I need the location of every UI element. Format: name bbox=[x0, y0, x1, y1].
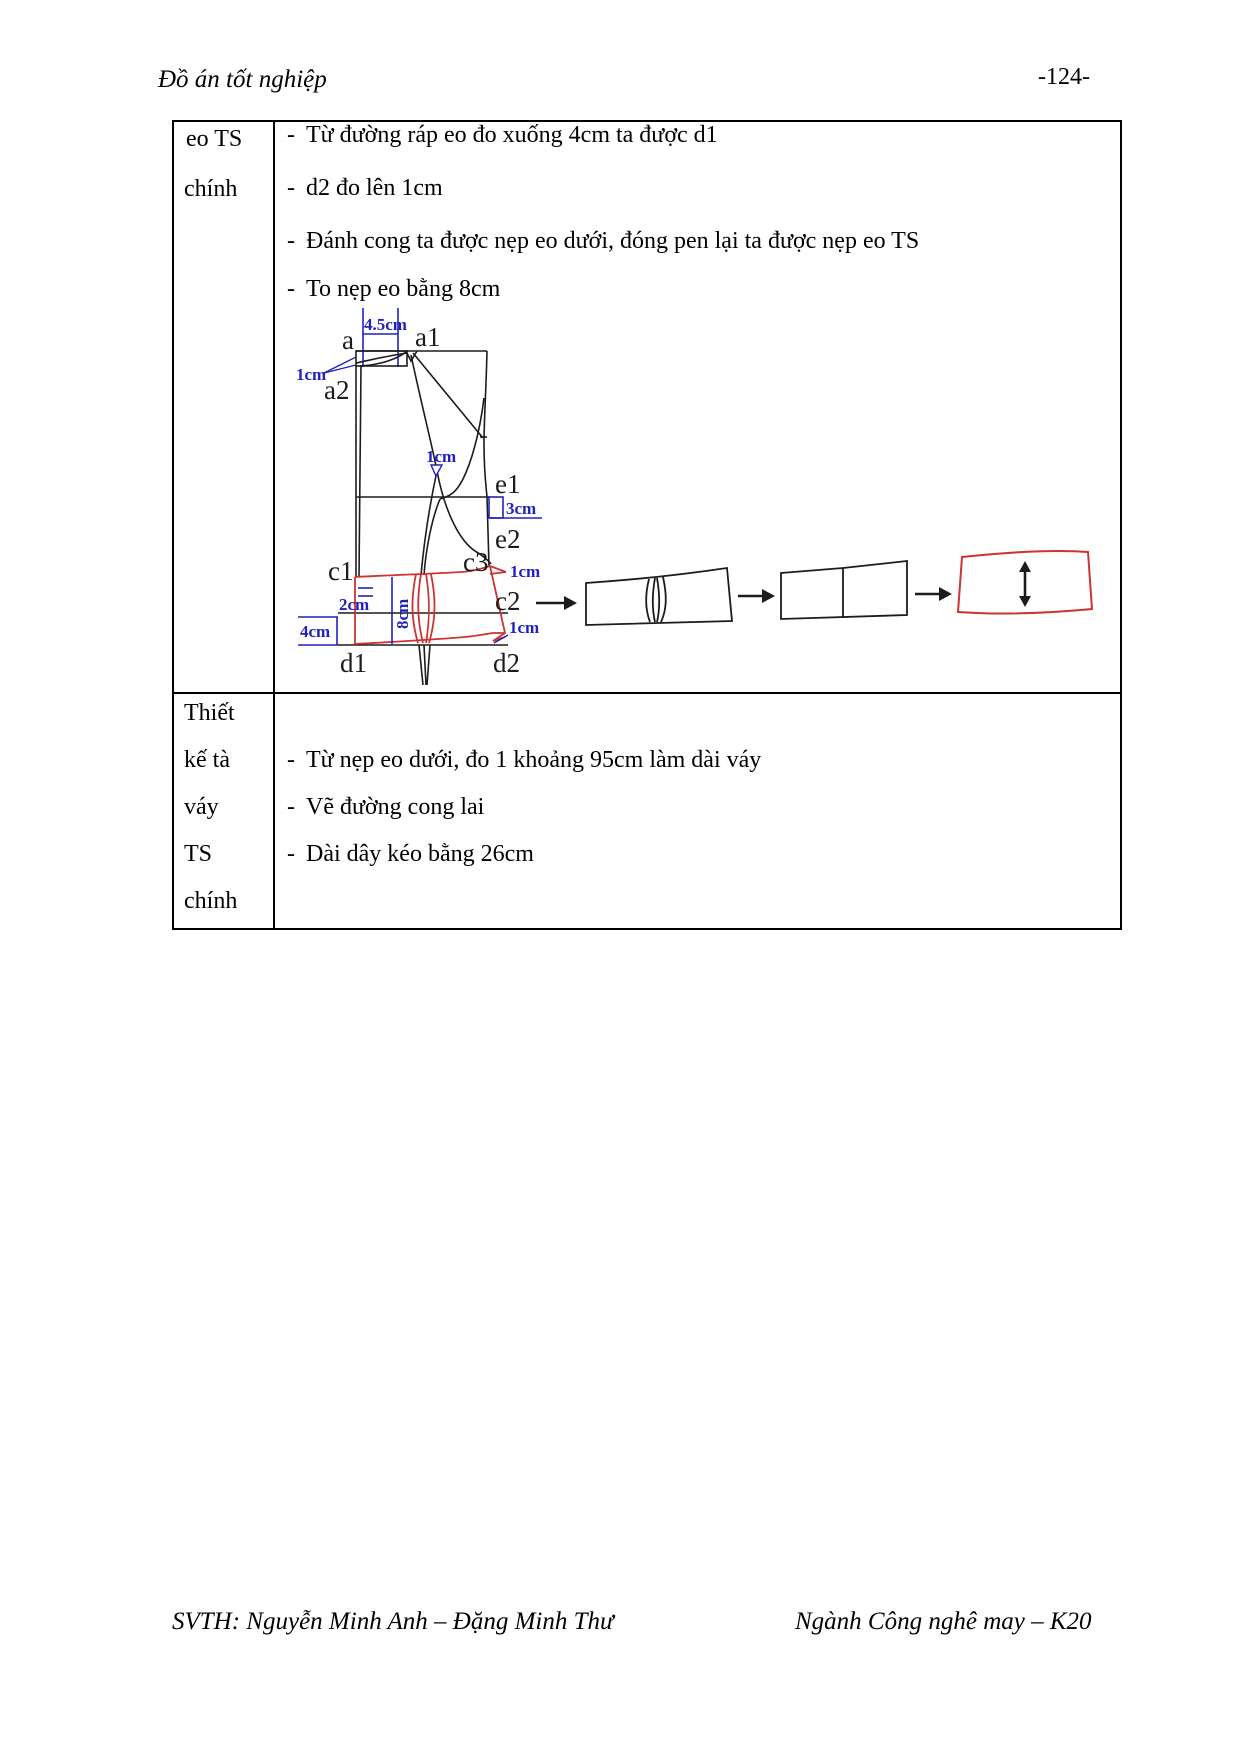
arrow-icon bbox=[738, 589, 775, 603]
measurement-label: 4cm bbox=[300, 622, 330, 641]
bullet-dash: - bbox=[287, 747, 295, 773]
point-label-c3: c3 bbox=[463, 547, 488, 577]
page-header-title: Đồ án tốt nghiệp bbox=[158, 66, 327, 93]
bullet-text: Từ đường ráp eo đo xuống 4cm ta được d1 bbox=[306, 122, 718, 148]
d2-offset-pointer bbox=[493, 634, 509, 644]
footer-program: Ngành Công nghê may – K20 bbox=[795, 1608, 1092, 1635]
arrow-icon bbox=[915, 587, 952, 601]
bullet-dash: - bbox=[287, 122, 295, 148]
mid-dart-triangle bbox=[429, 464, 444, 478]
row2-label-line: Thiết bbox=[184, 700, 235, 726]
row2-label-line: TS bbox=[184, 841, 213, 867]
footer-student-names: SVTH: Nguyễn Minh Anh – Đặng Minh Thư bbox=[172, 1608, 614, 1635]
pattern-outline bbox=[338, 350, 508, 686]
measurement-side bbox=[488, 496, 542, 519]
row2-label-line: váy bbox=[184, 794, 219, 820]
measurement-below bbox=[298, 616, 338, 646]
measurement-label: 1cm bbox=[426, 447, 456, 466]
point-label-d2: d2 bbox=[493, 648, 520, 678]
arrow-icon bbox=[536, 596, 577, 610]
bullet-text: Dài dây kéo bằng 26cm bbox=[306, 841, 534, 867]
bullet-dash: - bbox=[287, 228, 295, 254]
measurement-label: 1cm bbox=[509, 618, 539, 637]
bullet-dash: - bbox=[287, 175, 295, 201]
bullet-dash: - bbox=[287, 794, 295, 820]
row2-label-line: kế tà bbox=[184, 747, 230, 773]
measurement-label: 3cm bbox=[506, 499, 536, 518]
bullet-text: d2 đo lên 1cm bbox=[306, 175, 443, 201]
pattern-diagram: 4.5cm bbox=[296, 308, 1094, 686]
row2-label-line: chính bbox=[184, 888, 238, 914]
table-row-divider bbox=[172, 692, 1122, 694]
measurement-label: 2cm bbox=[339, 595, 369, 614]
bullet-dash: - bbox=[287, 841, 295, 867]
bullet-dash: - bbox=[287, 276, 295, 302]
point-label-e2: e2 bbox=[495, 524, 520, 554]
bullet-text: Đánh cong ta được nẹp eo dưới, đóng pen … bbox=[306, 228, 920, 254]
measurement-label: 1cm bbox=[296, 365, 326, 384]
row1-label-line: chính bbox=[184, 176, 238, 202]
point-label-c1: c1 bbox=[328, 556, 353, 586]
table-border bbox=[172, 120, 1122, 930]
measurement-fold-pointer bbox=[323, 356, 357, 374]
measurement-label: 8cm bbox=[393, 599, 412, 629]
bullet-text: Từ nẹp eo dưới, đo 1 khoảng 95cm làm dài… bbox=[306, 747, 762, 773]
bullet-text: To nẹp eo bằng 8cm bbox=[306, 276, 501, 302]
point-label-a2: a2 bbox=[324, 375, 349, 405]
point-label-a: a bbox=[342, 325, 354, 355]
measurement-band-left bbox=[358, 587, 373, 597]
waistband-piece-dart-closed bbox=[780, 559, 908, 620]
double-arrow-icon bbox=[1019, 561, 1031, 607]
waistband-facing-final-red bbox=[956, 549, 1094, 615]
waistband-piece-dart-open bbox=[585, 566, 733, 626]
measurement-label: 4.5cm bbox=[364, 315, 407, 334]
page-number: -124- bbox=[1038, 64, 1090, 90]
point-label-e1: e1 bbox=[495, 469, 520, 499]
table-column-divider bbox=[273, 120, 275, 930]
point-label-a1: a1 bbox=[415, 322, 440, 352]
measurement-label: 1cm bbox=[510, 562, 540, 581]
point-label-d1: d1 bbox=[340, 648, 367, 678]
waistband-facing-red bbox=[354, 565, 507, 645]
row1-label-line: eo TS bbox=[186, 126, 243, 152]
bullet-text: Vẽ đường cong lai bbox=[306, 794, 485, 820]
point-label-c2: c2 bbox=[495, 586, 520, 616]
